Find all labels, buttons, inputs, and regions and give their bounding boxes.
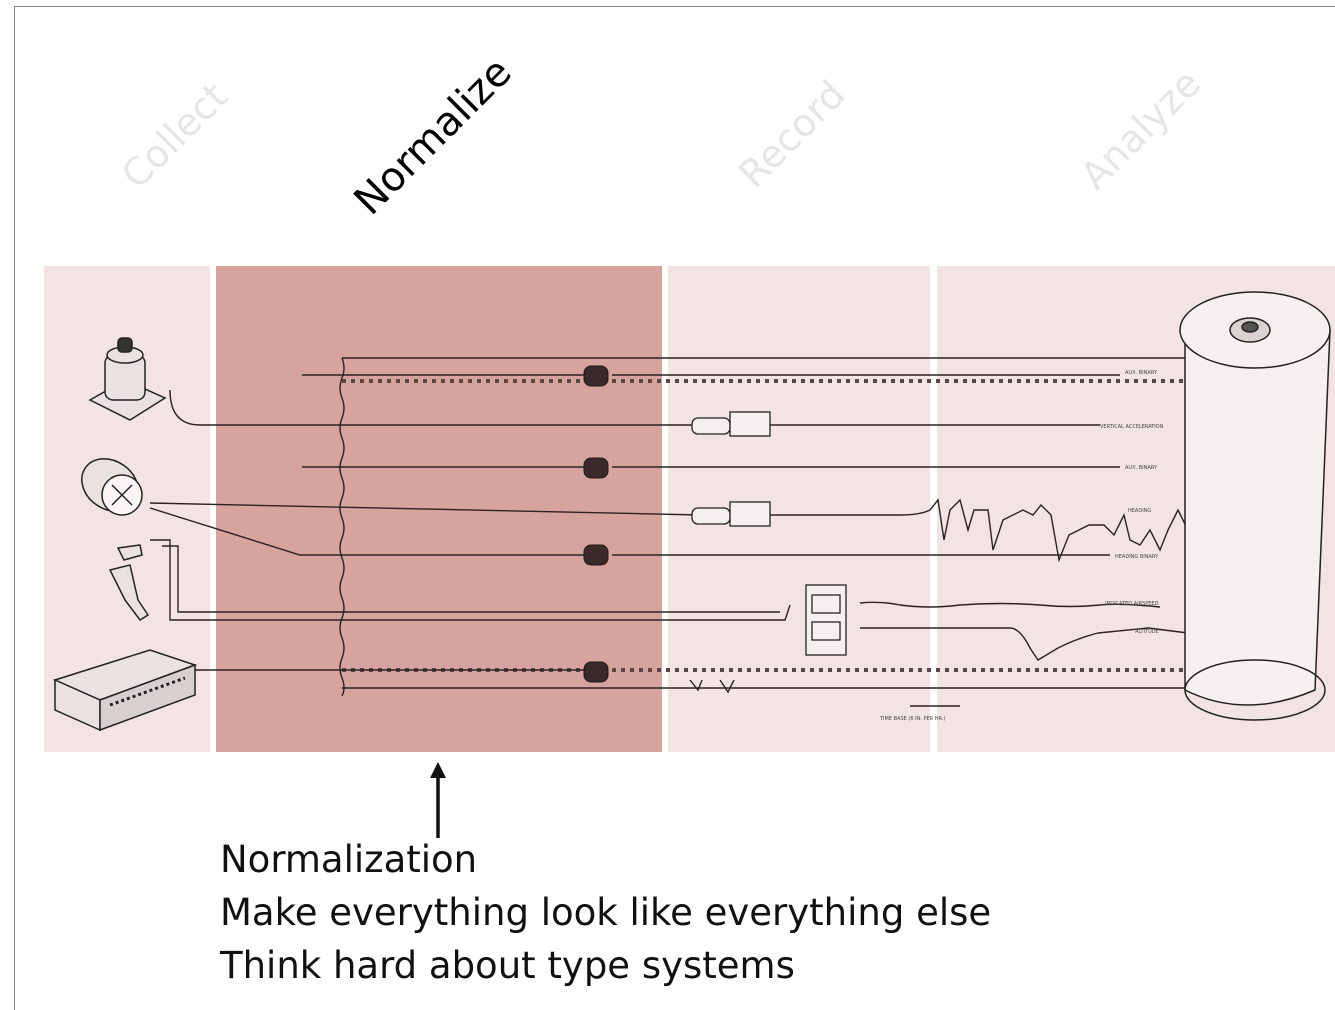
label-aux-binary-1: AUX. BINARY bbox=[1125, 370, 1158, 376]
gauge-icon bbox=[81, 458, 143, 516]
lever-icon bbox=[108, 544, 150, 622]
connector-2 bbox=[583, 457, 609, 479]
caption-line-3: Think hard about type systems bbox=[220, 944, 795, 987]
bottom-ticks bbox=[689, 679, 735, 694]
heading-binary-wire bbox=[149, 507, 590, 556]
vertical-acceleration-wire bbox=[169, 389, 700, 426]
heading-trace bbox=[770, 494, 1237, 563]
label-aux-binary-2: AUX. BINARY bbox=[1125, 465, 1158, 471]
pen-unit-3-slot-a bbox=[811, 594, 841, 614]
pen-unit-3-slot-b bbox=[811, 621, 841, 641]
caption-title: Normalization bbox=[220, 838, 478, 881]
caption-line-2: Make everything look like everything els… bbox=[220, 891, 992, 934]
caption: Normalization Make everything look like … bbox=[220, 833, 991, 992]
pen-unit-2-body bbox=[691, 507, 731, 525]
label-altitude: ALTITUDE bbox=[1135, 629, 1159, 635]
pen-unit-1-body bbox=[691, 417, 731, 435]
label-indicated-airspeed: INDICATED AIRSPEED bbox=[1105, 601, 1159, 607]
airspeed-wire-inner bbox=[162, 545, 780, 613]
label-vertical-acceleration: VERTICAL ACCELERATION bbox=[1100, 424, 1164, 430]
altitude-trace bbox=[860, 627, 1189, 661]
connector-1 bbox=[583, 365, 609, 387]
tape-reel-icon bbox=[1179, 291, 1331, 721]
label-heading-binary: HEADING BINARY bbox=[1115, 554, 1159, 560]
connector-4 bbox=[583, 661, 609, 683]
indicated-airspeed-trace bbox=[859, 601, 1161, 608]
bus-line bbox=[339, 357, 345, 697]
heading-wire bbox=[149, 502, 701, 516]
sensor-icon bbox=[88, 337, 167, 421]
label-heading: HEADING bbox=[1128, 508, 1151, 514]
control-box-icon bbox=[52, 649, 198, 732]
pen-unit-1-head bbox=[729, 411, 771, 437]
label-time-base: TIME BASE (6 IN. PER HR.) bbox=[879, 716, 945, 722]
arrow-up-icon bbox=[430, 762, 446, 838]
pen-unit-2-head bbox=[729, 501, 771, 527]
connector-3 bbox=[583, 544, 609, 566]
instrument-icons bbox=[52, 337, 198, 732]
airspeed-wire-outer bbox=[150, 539, 791, 621]
